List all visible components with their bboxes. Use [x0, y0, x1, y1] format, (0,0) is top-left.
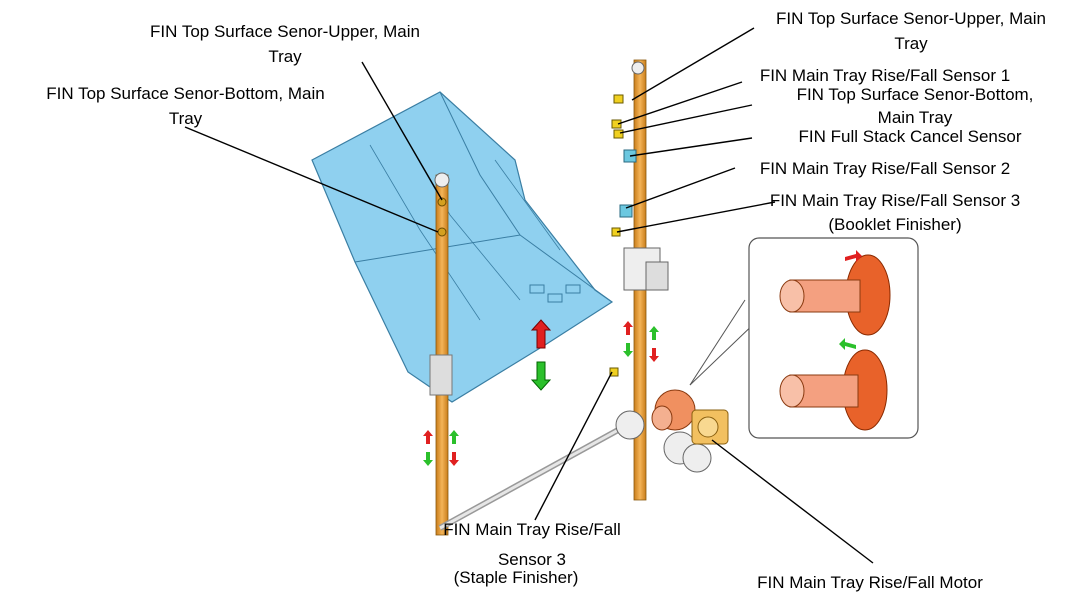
label-rise-fall-sensor-3-staple: FIN Main Tray Rise/Fall Sensor 3 (Staple… [422, 518, 642, 590]
label-right-top-surface-bottom: FIN Top Surface Senor-Bottom, Main Tray [773, 83, 1057, 129]
label-rise-fall-sensor-3-booklet: FIN Main Tray Rise/Fall Sensor 3 (Bookle… [743, 189, 1047, 237]
label-right-top-surface-upper: FIN Top Surface Senor-Upper, Main Tray [748, 6, 1074, 56]
label-line: FIN Full Stack Cancel Sensor [798, 127, 1022, 146]
label-line: FIN Top Surface Senor-Upper, Main [150, 22, 420, 41]
label-line: FIN Top Surface Senor-Bottom, [796, 85, 1034, 104]
label-rise-fall-sensor-2: FIN Main Tray Rise/Fall Sensor 2 [733, 156, 1037, 181]
movement-arrows [423, 319, 659, 466]
label-line: FIN Main Tray Rise/Fall Sensor 1 [759, 66, 1011, 85]
label-line: FIN Main Tray Rise/Fall [443, 520, 621, 539]
label-line: Tray [168, 109, 203, 128]
label-line: FIN Top Surface Senor-Bottom, Main [46, 84, 325, 103]
right-guide-rail [623, 59, 669, 501]
label-line: FIN Main Tray Rise/Fall Sensor 3 [769, 191, 1021, 210]
label-full-stack-cancel-sensor: FIN Full Stack Cancel Sensor [775, 124, 1045, 149]
label-line: Sensor 3 [497, 550, 567, 569]
main-tray [311, 91, 614, 403]
label-line: (Booklet Finisher) [828, 215, 962, 234]
label-left-top-surface-bottom: FIN Top Surface Senor-Bottom, Main Tray [17, 81, 354, 131]
label-rise-fall-sensor-1: FIN Main Tray Rise/Fall Sensor 1 [733, 63, 1037, 88]
label-rise-fall-motor: FIN Main Tray Rise/Fall Motor [734, 570, 1006, 595]
label-line: FIN Main Tray Rise/Fall Motor [757, 573, 983, 592]
label-line: Tray [894, 34, 928, 53]
drive-shaft [438, 415, 642, 531]
label-line: Main Tray [877, 108, 953, 127]
label-line: (Staple Finisher) [453, 568, 579, 587]
leader-lines [184, 27, 874, 564]
label-line: FIN Top Surface Senor-Upper, Main [776, 9, 1046, 28]
left-guide-rail [429, 172, 453, 536]
label-line: FIN Main Tray Rise/Fall Sensor 2 [759, 159, 1011, 178]
label-line: Tray [268, 47, 302, 66]
gear-assembly [615, 389, 729, 473]
gear-detail-inset [689, 237, 919, 439]
label-left-top-surface-upper: FIN Top Surface Senor-Upper, Main Tray [122, 19, 448, 69]
sensor-icons [609, 94, 637, 377]
